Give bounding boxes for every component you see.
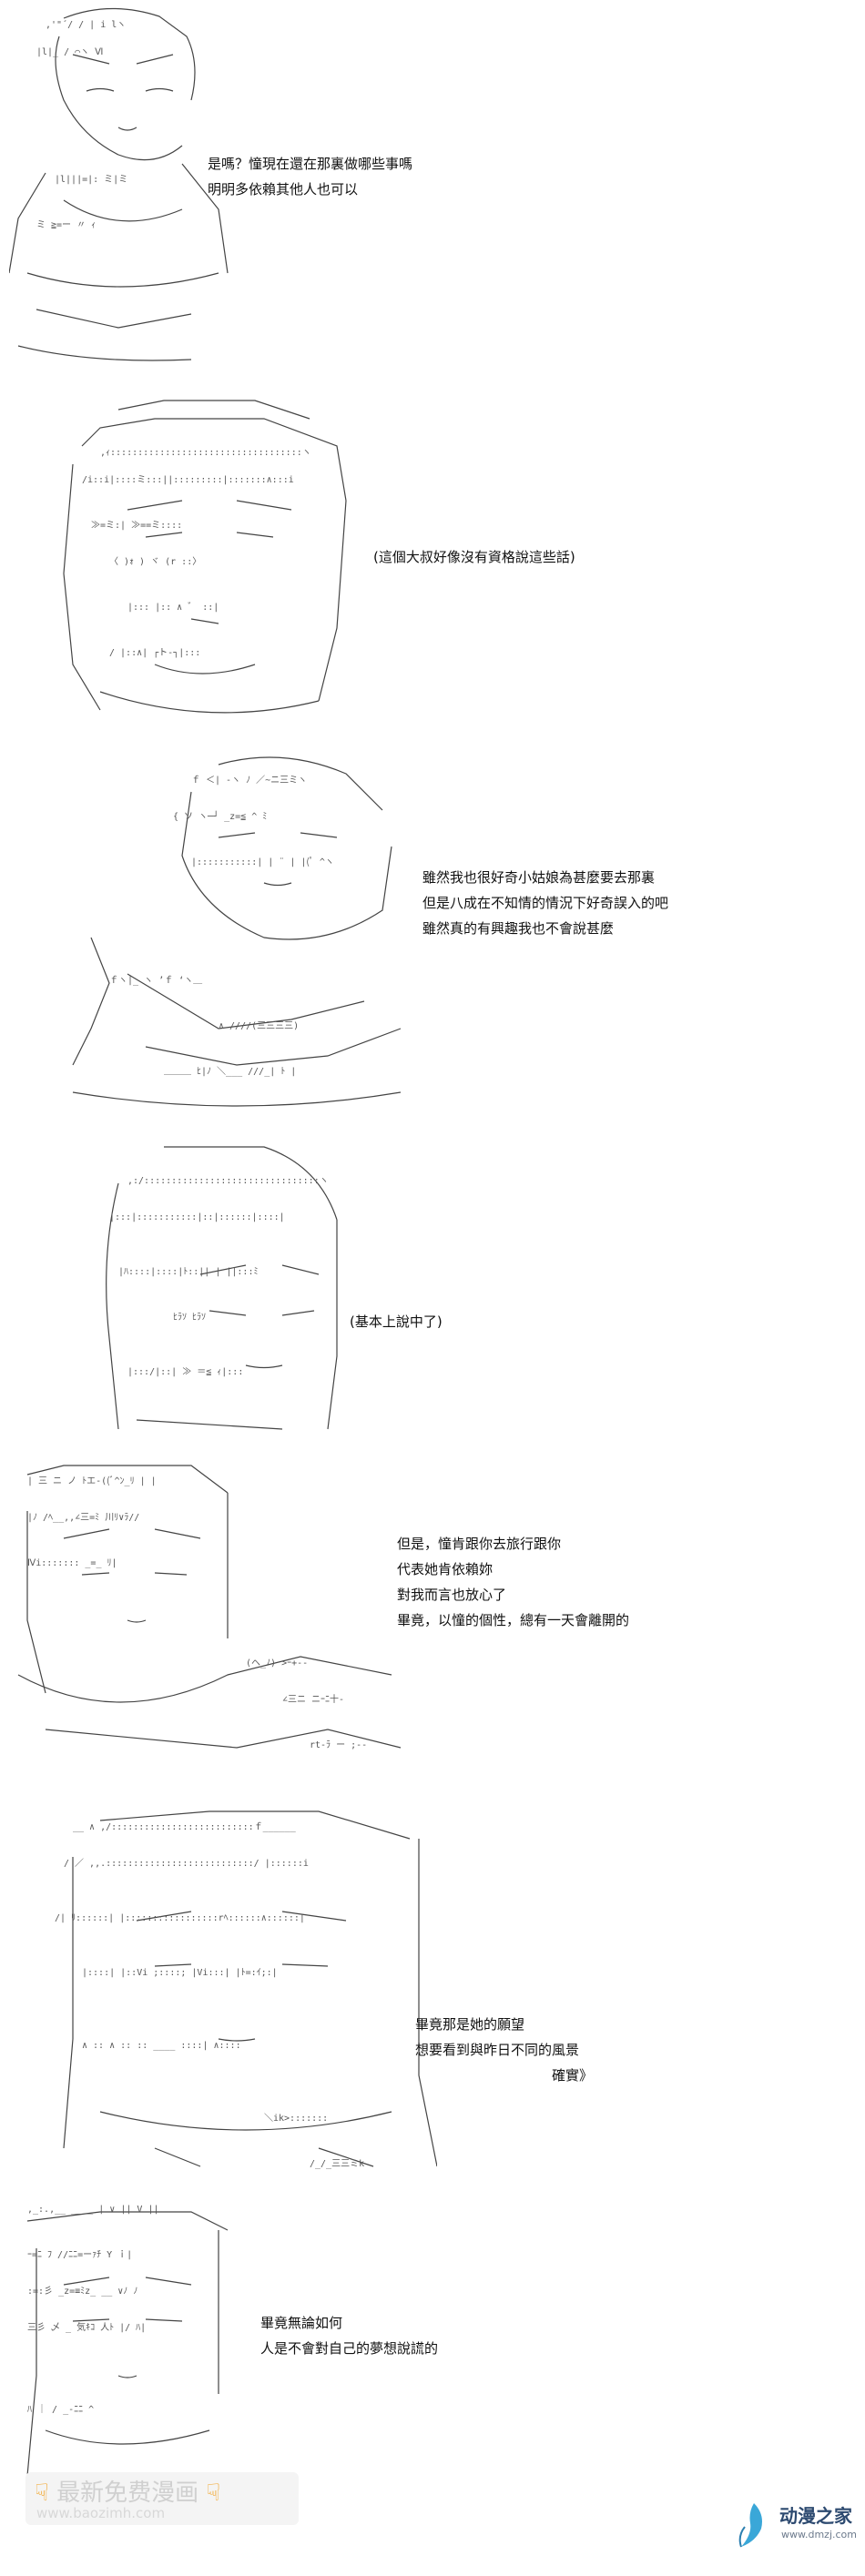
- panel-1-dialogue: 是嗎？憧現在還在那裏做哪些事嗎 明明多依賴其他人也可以: [208, 151, 412, 202]
- watermark-dmzj: 动漫之家 www.dmzj.com: [734, 2501, 861, 2556]
- svg-text:|l|||=|: ミ|ミ: |l|||=|: ミ|ミ: [55, 175, 127, 185]
- panel-7-dialogue: 畢竟無論如何 人是不會對自己的夢想說謊的: [260, 2310, 438, 2361]
- svg-text:|ﾊ::::|::::|ﾄ::|| | ||:::ﾐ: |ﾊ::::|::::|ﾄ::|| | ||:::ﾐ: [118, 1267, 258, 1277]
- svg-text:三彡 乄 _ 気ｷｺ 人ﾄ |/ ﾊ|: 三彡 乄 _ 気ｷｺ 人ﾄ |/ ﾊ|: [27, 2321, 146, 2333]
- svg-text:Ⅳi::::::: _=_ ﾘ|: Ⅳi::::::: _=_ ﾘ|: [27, 1558, 117, 1568]
- dmzj-logo-icon: [738, 2503, 762, 2548]
- ascii-art-character-3: ｆ ＜| ‐ヽ ﾉ ／~ニ三ミヽ { ソ ヽ─┘ _z=≦ ^ ﾐ |:::::…: [72, 756, 402, 1107]
- svg-text:ｆ ＜| ‐ヽ ﾉ ／~ニ三ミヽ: ｆ ＜| ‐ヽ ﾉ ／~ニ三ミヽ: [191, 775, 307, 786]
- svg-text:,:/:::::::::::::::::::::::::::: ,:/::::::::::::::::::::::::::::::::ヽ: [127, 1176, 329, 1186]
- dialogue-line: (基本上說中了): [350, 1313, 443, 1330]
- svg-text:,ｨ::::::::::::::::::::::::::::: ,ｨ:::::::::::::::::::::::::::::::::::ヽ: [100, 448, 311, 458]
- svg-text:|:::|:::::::::::|::|::::::|:::: |:::|:::::::::::|::|::::::|::::|: [109, 1212, 285, 1222]
- panel-7: ,_:.,__ ____ | ∨ || V || ｰ=ﾆ ﾌ //ﾆﾆ=ーｧﾁ …: [0, 2194, 865, 2494]
- svg-text:|ﾉ /ﾍ__,,∠三=ﾐ 川ﾘ∨ﾗ//: |ﾉ /ﾍ__,,∠三=ﾐ 川ﾘ∨ﾗ//: [27, 1513, 139, 1523]
- ascii-art-character-5: | 三 ニ ノ ﾄエ-((ﾞ^ﾝ_ﾘ | | |ﾉ /ﾍ__,,∠三=ﾐ 川ﾘ∨…: [17, 1465, 402, 1750]
- dialogue-line: 是嗎？憧現在還在那裏做哪些事嗎: [208, 156, 413, 172]
- svg-text:rt-ﾗ ー ;--: rt-ﾗ ー ;--: [310, 1740, 367, 1750]
- pointing-down-icon: ☟: [35, 2480, 49, 2507]
- svg-text:ﾋﾗｿ ﾋﾗｿ: ﾋﾗｿ ﾋﾗｿ: [173, 1312, 206, 1323]
- ascii-art-character-7: ,_:.,__ ____ | ∨ || V || ｰ=ﾆ ﾌ //ﾆﾆ=ーｧﾁ …: [26, 2205, 229, 2477]
- pointing-down-icon: ☟: [206, 2480, 221, 2507]
- dialogue-line: 雖然真的有興趣我也不會說甚麼: [422, 920, 615, 937]
- svg-text:＼ik>:::::::: ＼ik>:::::::: [264, 2113, 328, 2124]
- svg-text:|::::| |::Vi ;::::; |Vi:::|: |::::| |::Vi ;::::; |Vi:::| |ﾄ=:ｲ;:|: [82, 1968, 278, 1978]
- dialogue-line: 代表她肯依賴妳: [397, 1561, 494, 1577]
- panel-3-dialogue: 雖然我也很好奇小姑娘為甚麼要去那裏 但是八成在不知情的情況下好奇誤入的吧 雖然真…: [422, 865, 668, 941]
- svg-text:/ ／ ,,.:::::::::::::::::::::::: / ／ ,,.:::::::::::::::::::::::::::/ |:::…: [64, 1858, 309, 1869]
- watermark-baozimh: ☟ 最新免费漫画 ☟ www.baozimh.com: [25, 2472, 299, 2525]
- dialogue-line: 畢竟那是她的願望: [415, 2016, 525, 2033]
- svg-text:≫=ミ:| ≫==ミ::::: ≫=ミ:| ≫==ミ::::: [91, 521, 182, 531]
- svg-text:∠三ニ ニｰﾆ十-: ∠三ニ ニｰﾆ十-: [282, 1693, 344, 1705]
- panel-3: ｆ ＜| ‐ヽ ﾉ ／~ニ三ミヽ { ソ ヽ─┘ _z=≦ ^ ﾐ |:::::…: [0, 737, 865, 1120]
- dialogue-line: 畢竟無論如何: [260, 2315, 343, 2331]
- svg-text:/i::i|::::ミ:::||:::::::::|::::: /i::i|::::ミ:::||:::::::::|:::::::∧:::i: [82, 475, 294, 485]
- panel-2-dialogue: (這個大叔好像沒有資格說這些話): [373, 544, 575, 570]
- panel-5: | 三 ニ ノ ﾄエ-((ﾞ^ﾝ_ﾘ | | |ﾉ /ﾍ__,,∠三=ﾐ 川ﾘ∨…: [0, 1456, 865, 1784]
- dialogue-line: 想要看到與昨日不同的風景: [415, 2042, 580, 2058]
- svg-text:,_:.,__ ____ | ∨ || V ||: ,_:.,__ ____ | ∨ || V ||: [27, 2205, 159, 2215]
- svg-text:(ヘ_ﾉ) >ｰ+--: (ヘ_ﾉ) >ｰ+--: [246, 1658, 308, 1668]
- ascii-art-character-6: __ ∧ ,/::::::::::::::::::::::::::ｆ______…: [55, 1810, 437, 2169]
- dialogue-line: 但是八成在不知情的情況下好奇誤入的吧: [422, 895, 669, 911]
- svg-text:/| ﾘ::::::| |:::::::::::::::::: /| ﾘ::::::| |:::::::::::::::::rﾍ::::::∧:…: [55, 1913, 305, 1923]
- ascii-art-character-1: ,'"´/ / | i lヽ |l|_ / ⌒ヽ Ⅵ |l|||=|: ミ|ミ …: [9, 7, 229, 361]
- panel-4-dialogue: (基本上說中了): [350, 1309, 443, 1334]
- svg-text::=:彡 _z=≡ﾐz_ __ ∨ﾉ ﾉ: :=:彡 _z=≡ﾐz_ __ ∨ﾉ ﾉ: [27, 2287, 137, 2297]
- watermark-brand: 动漫之家: [779, 2505, 852, 2527]
- svg-text:∧ ////(三三三三): ∧ ////(三三三三): [219, 1021, 299, 1031]
- dialogue-line: 畢竟，以憧的個性，總有一天會離開的: [397, 1612, 630, 1628]
- svg-text:＿＿＿ ﾋ|ﾉ ＼___ ///_| ﾄ |: ＿＿＿ ﾋ|ﾉ ＼___ ///_| ﾄ |: [164, 1066, 296, 1077]
- svg-text:ミ ≧=ー 〃 ｨ: ミ ≧=ー 〃 ｨ: [36, 220, 96, 230]
- watermark-url: www.dmzj.com: [781, 2529, 857, 2541]
- panel-1: ,'"´/ / | i lヽ |l|_ / ⌒ヽ Ⅵ |l|||=|: ミ|ミ …: [0, 0, 865, 382]
- svg-text:ﾊ ｜ / _-ﾆﾆ ^: ﾊ ｜ / _-ﾆﾆ ^: [27, 2404, 94, 2415]
- ascii-art-character-4: ,:/::::::::::::::::::::::::::::::::ヽ |::…: [106, 1146, 338, 1430]
- panel-6-dialogue: 畢竟那是她的願望 想要看到與昨日不同的風景 確實》: [415, 2012, 593, 2088]
- dialogue-line: 明明多依賴其他人也可以: [208, 181, 359, 198]
- panel-4: ,:/::::::::::::::::::::::::::::::::ヽ |::…: [0, 1129, 865, 1447]
- svg-text:| 三 ニ ノ ﾄエ-((ﾞ^ﾝ_ﾘ | |: | 三 ニ ノ ﾄエ-((ﾞ^ﾝ_ﾘ | |: [27, 1476, 157, 1486]
- svg-text:/ |::∧| ┌ト‐┐|:::: / |::∧| ┌ト‐┐|:::: [109, 648, 200, 658]
- watermark-text: 最新免费漫画: [56, 2480, 199, 2507]
- ascii-art-character-2: ,ｨ:::::::::::::::::::::::::::::::::::ヽ /…: [63, 400, 347, 714]
- dialogue-line: (這個大叔好像沒有資格說這些話): [373, 549, 575, 565]
- svg-text:/_/_三三ミk: /_/_三三ミk: [310, 2159, 364, 2169]
- svg-text:__ ∧ ,/:::::::::::::::::::::::: __ ∧ ,/::::::::::::::::::::::::::ｆ______: [73, 1821, 297, 1832]
- svg-text:|:::/|::| ≫ ＝≦ ｨ|:::: |:::/|::| ≫ ＝≦ ｨ|:::: [127, 1367, 243, 1377]
- svg-text:{ ソ ヽ─┘ _z=≦ ^ ﾐ: { ソ ヽ─┘ _z=≦ ^ ﾐ: [173, 810, 267, 822]
- dialogue-line: 雖然我也很好奇小姑娘為甚麼要去那裏: [422, 869, 656, 886]
- panel-5-dialogue: 但是，憧肯跟你去旅行跟你 代表她肯依賴妳 對我而言也放心了 畢竟，以憧的個性，總…: [397, 1531, 629, 1633]
- svg-text:,'"´/ / | i lヽ: ,'"´/ / | i lヽ: [46, 19, 126, 30]
- dialogue-line: 但是，憧肯跟你去旅行跟你: [397, 1536, 562, 1552]
- svg-text:|::: |:: ∧ ゛ ::|: |::: |:: ∧ ゛ ::|: [127, 602, 219, 613]
- panel-6: __ ∧ ,/::::::::::::::::::::::::::ｆ______…: [0, 1802, 865, 2185]
- svg-text:〈 )ｫ ) ヾ (r ::〉: 〈 )ｫ ) ヾ (r ::〉: [109, 556, 201, 567]
- watermark-url: www.baozimh.com: [36, 2505, 166, 2521]
- svg-text:ｆヽ|_ ヽ ’ｆ ‘ヽ＿: ｆヽ|_ ヽ ’ｆ ‘ヽ＿: [109, 975, 202, 986]
- dialogue-line: 人是不會對自己的夢想說謊的: [260, 2340, 439, 2357]
- dialogue-line: 對我而言也放心了: [397, 1587, 507, 1603]
- svg-text:|:::::::::::| | ¨ | |(ﾟ ^ヽ: |:::::::::::| | ¨ | |(ﾟ ^ヽ: [191, 857, 334, 867]
- svg-text:ｰ=ﾆ ﾌ //ﾆﾆ=ーｧﾁ Y ｉ|: ｰ=ﾆ ﾌ //ﾆﾆ=ーｧﾁ Y ｉ|: [27, 2249, 132, 2260]
- svg-text:|l|_ / ⌒ヽ Ⅵ: |l|_ / ⌒ヽ Ⅵ: [36, 47, 103, 57]
- panel-2: ,ｨ:::::::::::::::::::::::::::::::::::ヽ /…: [0, 391, 865, 728]
- svg-text:∧ :: ∧ :: :: ____ ::::| ∧::: ∧ :: ∧ :: :: ____ ::::| ∧::::: [82, 2041, 241, 2051]
- dialogue-line: 確實》: [552, 2067, 594, 2084]
